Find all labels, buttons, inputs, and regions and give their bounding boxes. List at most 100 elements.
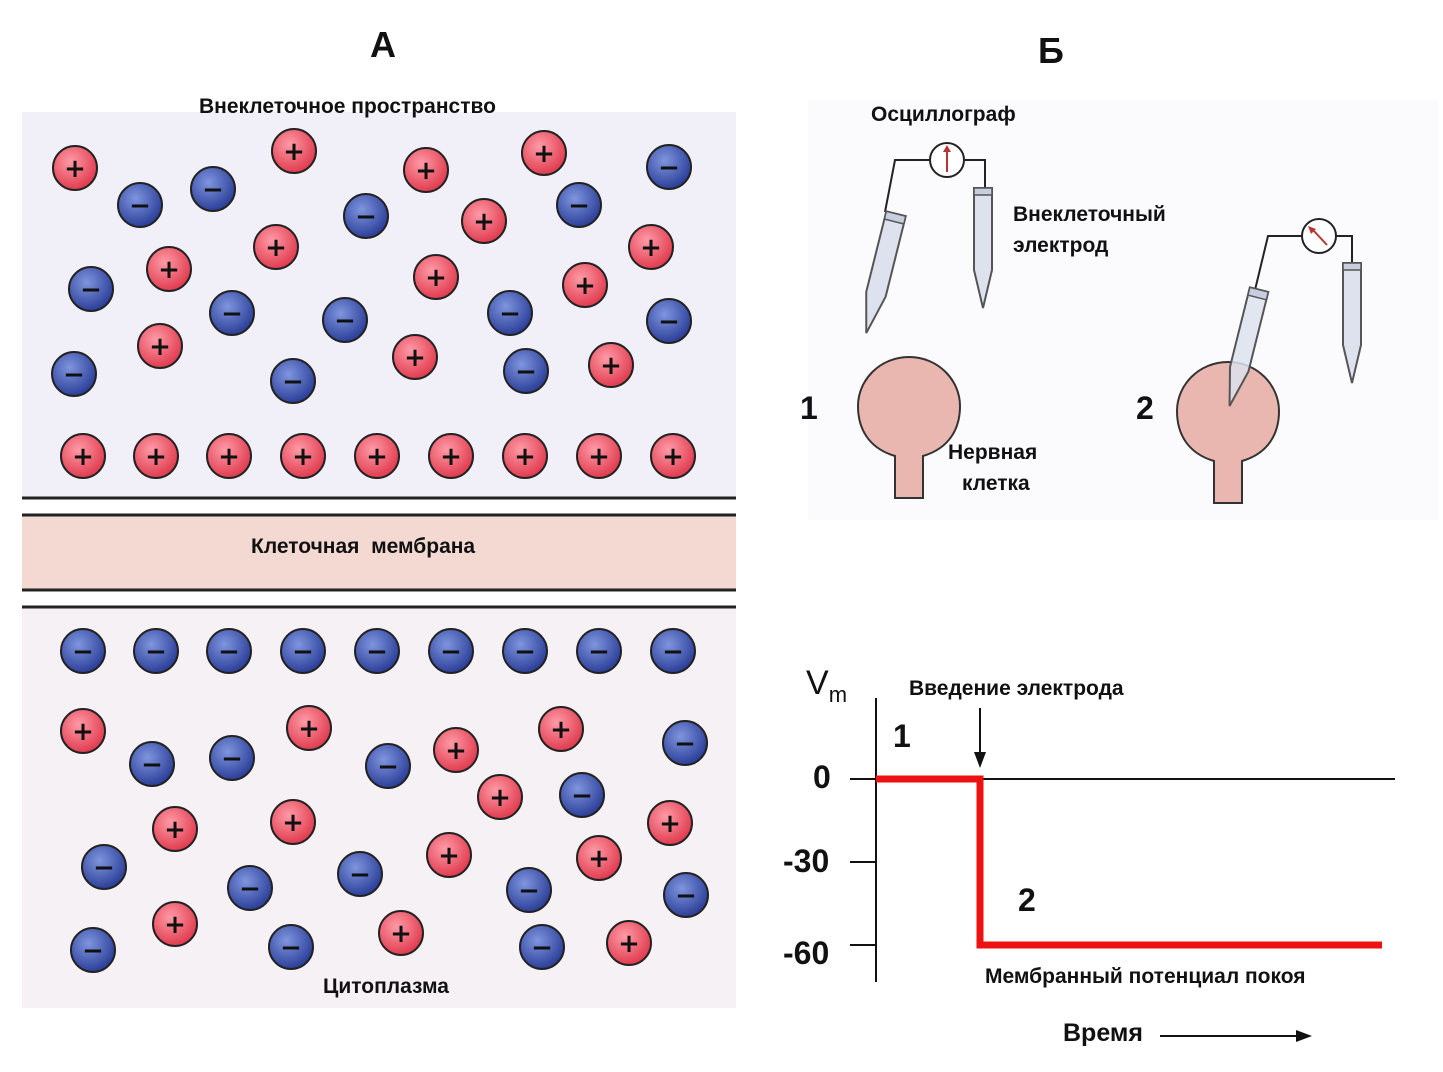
negative-sign: − [280, 933, 302, 963]
positive-sign: + [298, 714, 320, 744]
setup-1-number: 1 [800, 390, 818, 426]
positive-ion-icon: + [477, 774, 523, 820]
positive-ion-icon: + [502, 433, 548, 479]
negative-ion-icon: − [559, 772, 605, 818]
negative-ion-icon: − [270, 358, 316, 404]
negative-ion-icon: − [227, 865, 273, 911]
positive-sign: + [618, 929, 640, 959]
negative-sign: − [221, 299, 243, 329]
membrane-potential-chart [850, 698, 1395, 1042]
positive-ion-icon: + [52, 145, 98, 191]
positive-ion-icon: + [137, 323, 183, 369]
negative-sign: − [93, 853, 115, 883]
positive-ion-icon: + [403, 147, 449, 193]
positive-sign: + [659, 809, 681, 839]
positive-ion-icon: + [133, 433, 179, 479]
positive-ion-icon: + [280, 433, 326, 479]
negative-ion-icon: − [646, 298, 692, 344]
positive-ion-icon: + [428, 433, 474, 479]
annotation-electrode-insertion: Введение электрода [909, 677, 1124, 700]
negative-sign: − [239, 874, 261, 904]
negative-ion-icon: − [206, 628, 252, 674]
positive-sign: + [445, 736, 467, 766]
positive-sign: + [158, 255, 180, 285]
negative-sign: − [141, 750, 163, 780]
positive-ion-icon: + [206, 433, 252, 479]
extracellular-electrode-2-icon [1342, 262, 1362, 384]
negative-sign: − [145, 637, 167, 667]
positive-ion-icon: + [538, 706, 584, 752]
positive-ion-icon: + [650, 433, 696, 479]
positive-ion-icon: + [286, 705, 332, 751]
negative-ion-icon: − [117, 182, 163, 228]
negative-sign: − [377, 752, 399, 782]
cell-membrane [22, 496, 736, 609]
panel-a-background [22, 112, 736, 1008]
phase-2-label: 2 [1018, 882, 1036, 918]
positive-sign: + [600, 351, 622, 381]
recording-electrode-icon [865, 210, 907, 334]
positive-sign: + [164, 910, 186, 940]
negative-sign: − [129, 191, 151, 221]
positive-ion-icon: + [521, 130, 567, 176]
negative-sign: − [588, 637, 610, 667]
positive-sign: + [64, 154, 86, 184]
positive-sign: + [283, 137, 305, 167]
positive-ion-icon: + [647, 800, 693, 846]
positive-ion-icon: + [60, 433, 106, 479]
negative-sign: − [218, 637, 240, 667]
potential-series [876, 775, 1382, 949]
negative-ion-icon: − [576, 628, 622, 674]
panel-a-letter: А [370, 24, 396, 65]
negative-ion-icon: − [68, 266, 114, 312]
positive-sign: + [72, 717, 94, 747]
negative-sign: − [366, 637, 388, 667]
positive-ion-icon: + [576, 835, 622, 881]
oscillograph-label: Осциллограф [871, 103, 1016, 126]
positive-sign: + [438, 841, 460, 871]
membrane-label: Клеточная мембрана [251, 535, 476, 558]
positive-sign: + [489, 783, 511, 813]
positive-sign: + [533, 139, 555, 169]
resting-potential-label: Мембранный потенциал покоя [985, 965, 1306, 988]
nerve-cell-1-icon [856, 355, 962, 499]
positive-sign: + [550, 715, 572, 745]
positive-ion-icon: + [461, 198, 507, 244]
positive-sign: + [164, 815, 186, 845]
negative-sign: − [518, 876, 540, 906]
positive-ion-icon: + [588, 342, 634, 388]
negative-ion-icon: − [322, 297, 368, 343]
negative-ion-icon: − [506, 867, 552, 913]
membrane-potential-line [876, 775, 1382, 949]
positive-sign: + [218, 442, 240, 472]
negative-ion-icon: − [487, 290, 533, 336]
positive-ion-icon: + [253, 224, 299, 270]
positive-sign: + [473, 207, 495, 237]
positive-sign: + [366, 442, 388, 472]
negative-sign: − [568, 191, 590, 221]
setup-1 [808, 100, 1438, 520]
phase-1-label: 1 [893, 718, 911, 754]
positive-sign: + [72, 442, 94, 472]
positive-sign: + [145, 442, 167, 472]
cytoplasm-label: Цитоплазма [323, 975, 449, 998]
positive-ion-icon: + [576, 433, 622, 479]
y-tick-label-minus-60: -60 [783, 935, 830, 971]
negative-ion-icon: − [503, 348, 549, 394]
negative-ion-icon: − [129, 741, 175, 787]
negative-sign: − [72, 637, 94, 667]
extracellular-electrode-icon [973, 187, 993, 309]
positive-ion-icon: + [354, 433, 400, 479]
negative-ion-icon: − [70, 927, 116, 973]
positive-ion-icon: + [562, 262, 608, 308]
oscillograph-gauge-2-icon [1301, 218, 1337, 254]
positive-ion-icon: + [60, 708, 106, 754]
negative-sign: − [499, 299, 521, 329]
positive-sign: + [265, 233, 287, 263]
neuron-label-line1: Нервная [948, 441, 1038, 464]
negative-sign: − [292, 637, 314, 667]
positive-sign: + [425, 263, 447, 293]
positive-ion-icon: + [426, 832, 472, 878]
negative-sign: − [63, 360, 85, 390]
